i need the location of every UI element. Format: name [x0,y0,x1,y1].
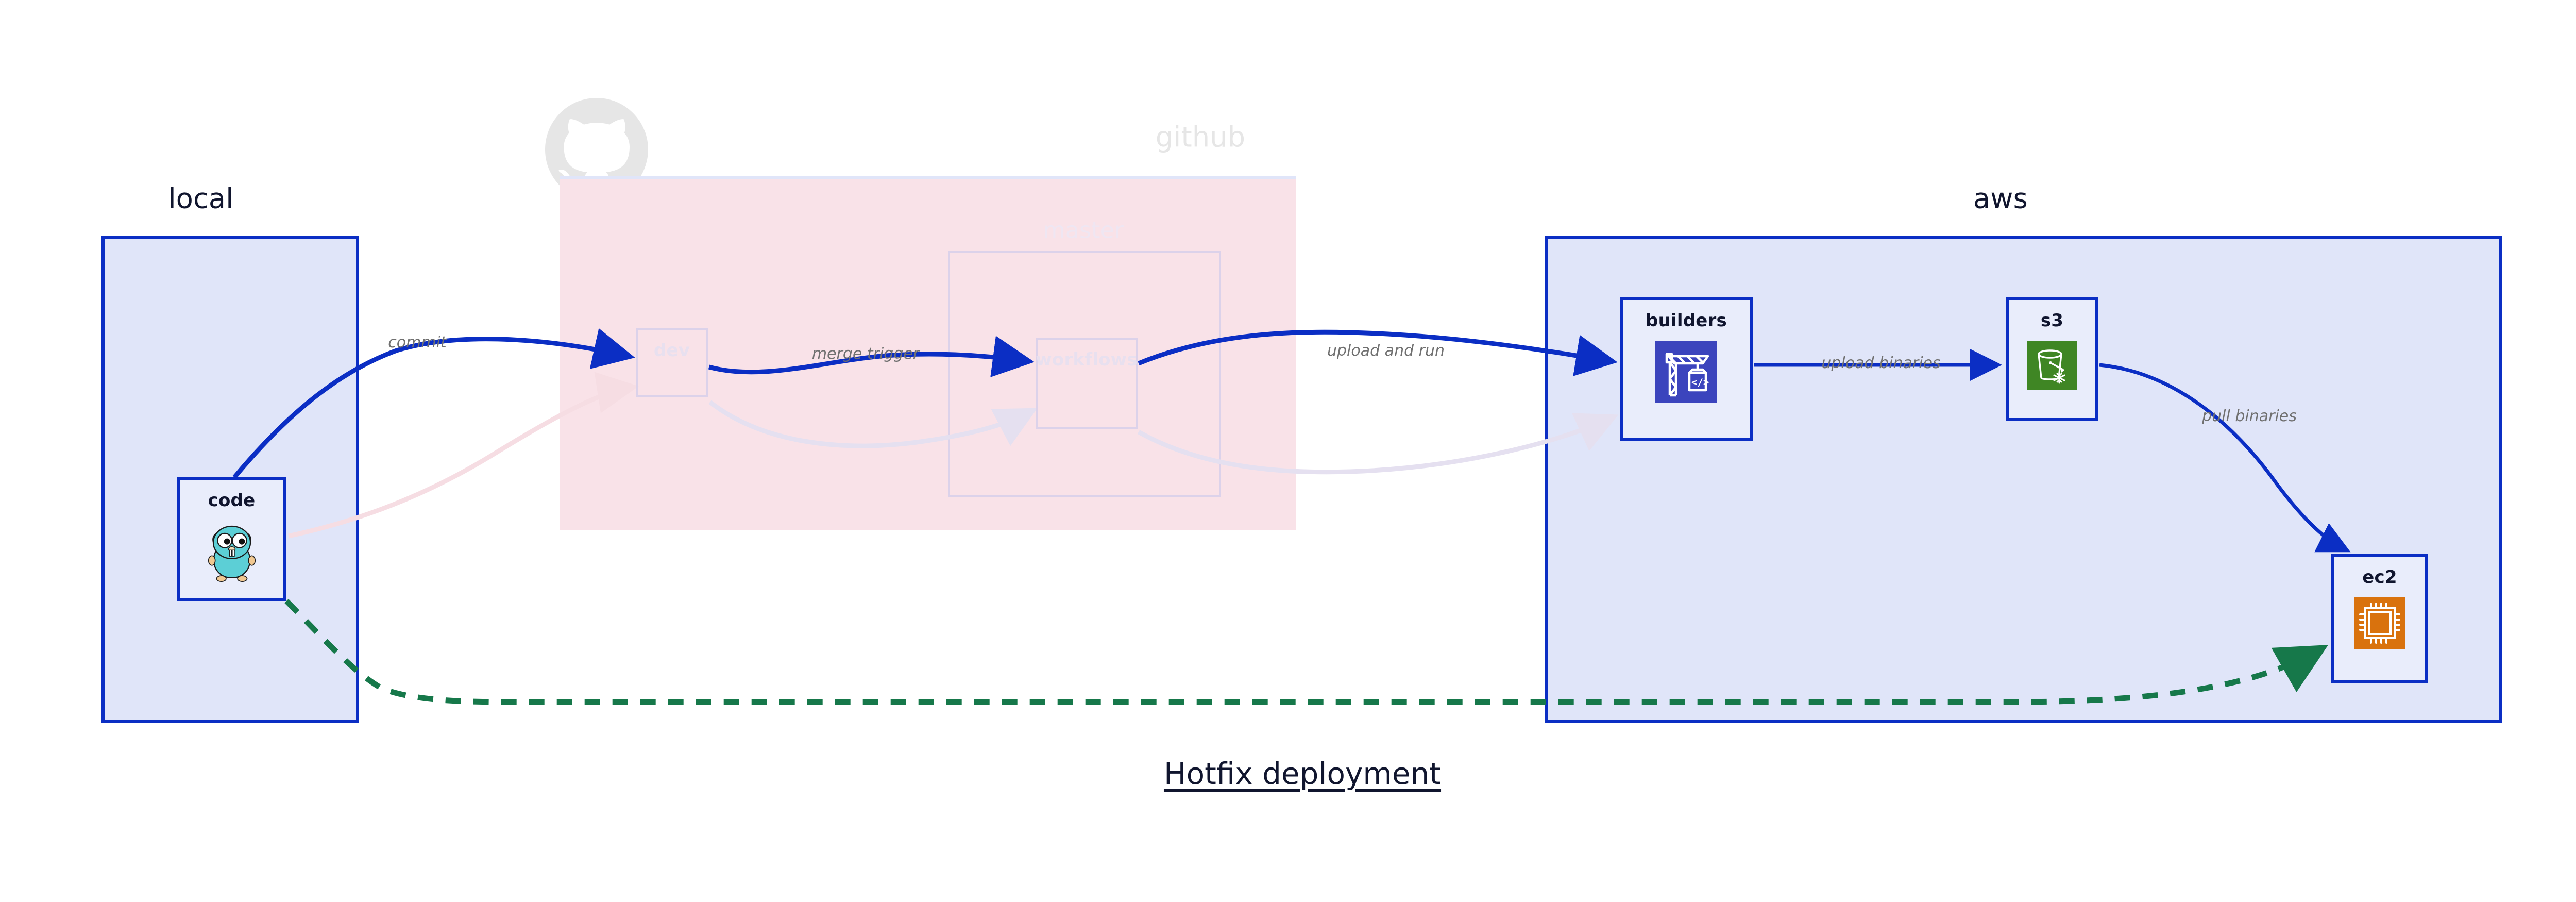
ghost-connector-ghost-dev-to-workflows [708,400,1038,448]
ghost-connector-ghost-workflows-to-builders [1137,413,1619,475]
edge-label-commit: commit [388,333,447,352]
node-label-workflows: workflows [1036,349,1138,370]
node-label-code: code [208,490,256,511]
node-dev[interactable]: dev [636,328,708,397]
diagram-caption: Hotfix deployment [1163,756,1442,791]
node-builders[interactable]: builders </> [1620,297,1753,441]
connector-hotfix-direct-deploy [284,599,2329,705]
cluster-label-aws: aws [1973,182,2028,215]
node-code[interactable]: code [177,477,286,601]
edge-label-upload-and-run: upload and run [1327,342,1445,360]
cluster-label-master: master [1043,217,1124,244]
node-ec2[interactable]: ec2 [2331,554,2428,683]
aws-ec2-cpu-icon [2354,597,2405,651]
connector-merge-trigger [708,336,1035,377]
node-workflows[interactable]: workflows [1036,338,1138,429]
aws-s3-bucket-icon [2027,341,2077,392]
aws-codebuild-crane-icon: </> [1655,341,1717,405]
svg-text:</>: </> [1691,377,1709,388]
github-octocat-icon [545,98,648,203]
cluster-label-local: local [168,182,234,215]
node-s3[interactable]: s3 [2006,297,2098,421]
edge-label-merge-trigger: merge trigger [811,345,920,363]
connector-pull-binaries [2099,363,2351,553]
node-label-dev: dev [653,340,690,361]
edge-label-upload-binaries: upload binaries [1821,354,1941,372]
ghost-connector-ghost-pr-back [288,372,639,539]
node-label-ec2: ec2 [2362,567,2397,588]
go-gopher-icon [203,521,261,584]
cluster-label-github: github [1155,121,1246,154]
cluster-master [948,251,1221,497]
node-label-s3: s3 [2040,310,2064,331]
connector-upload-and-run [1138,329,1618,376]
connector-commit [232,328,635,479]
node-label-builders: builders [1646,310,1727,331]
edge-label-pull-binaries: pull binaries [2202,407,2297,425]
